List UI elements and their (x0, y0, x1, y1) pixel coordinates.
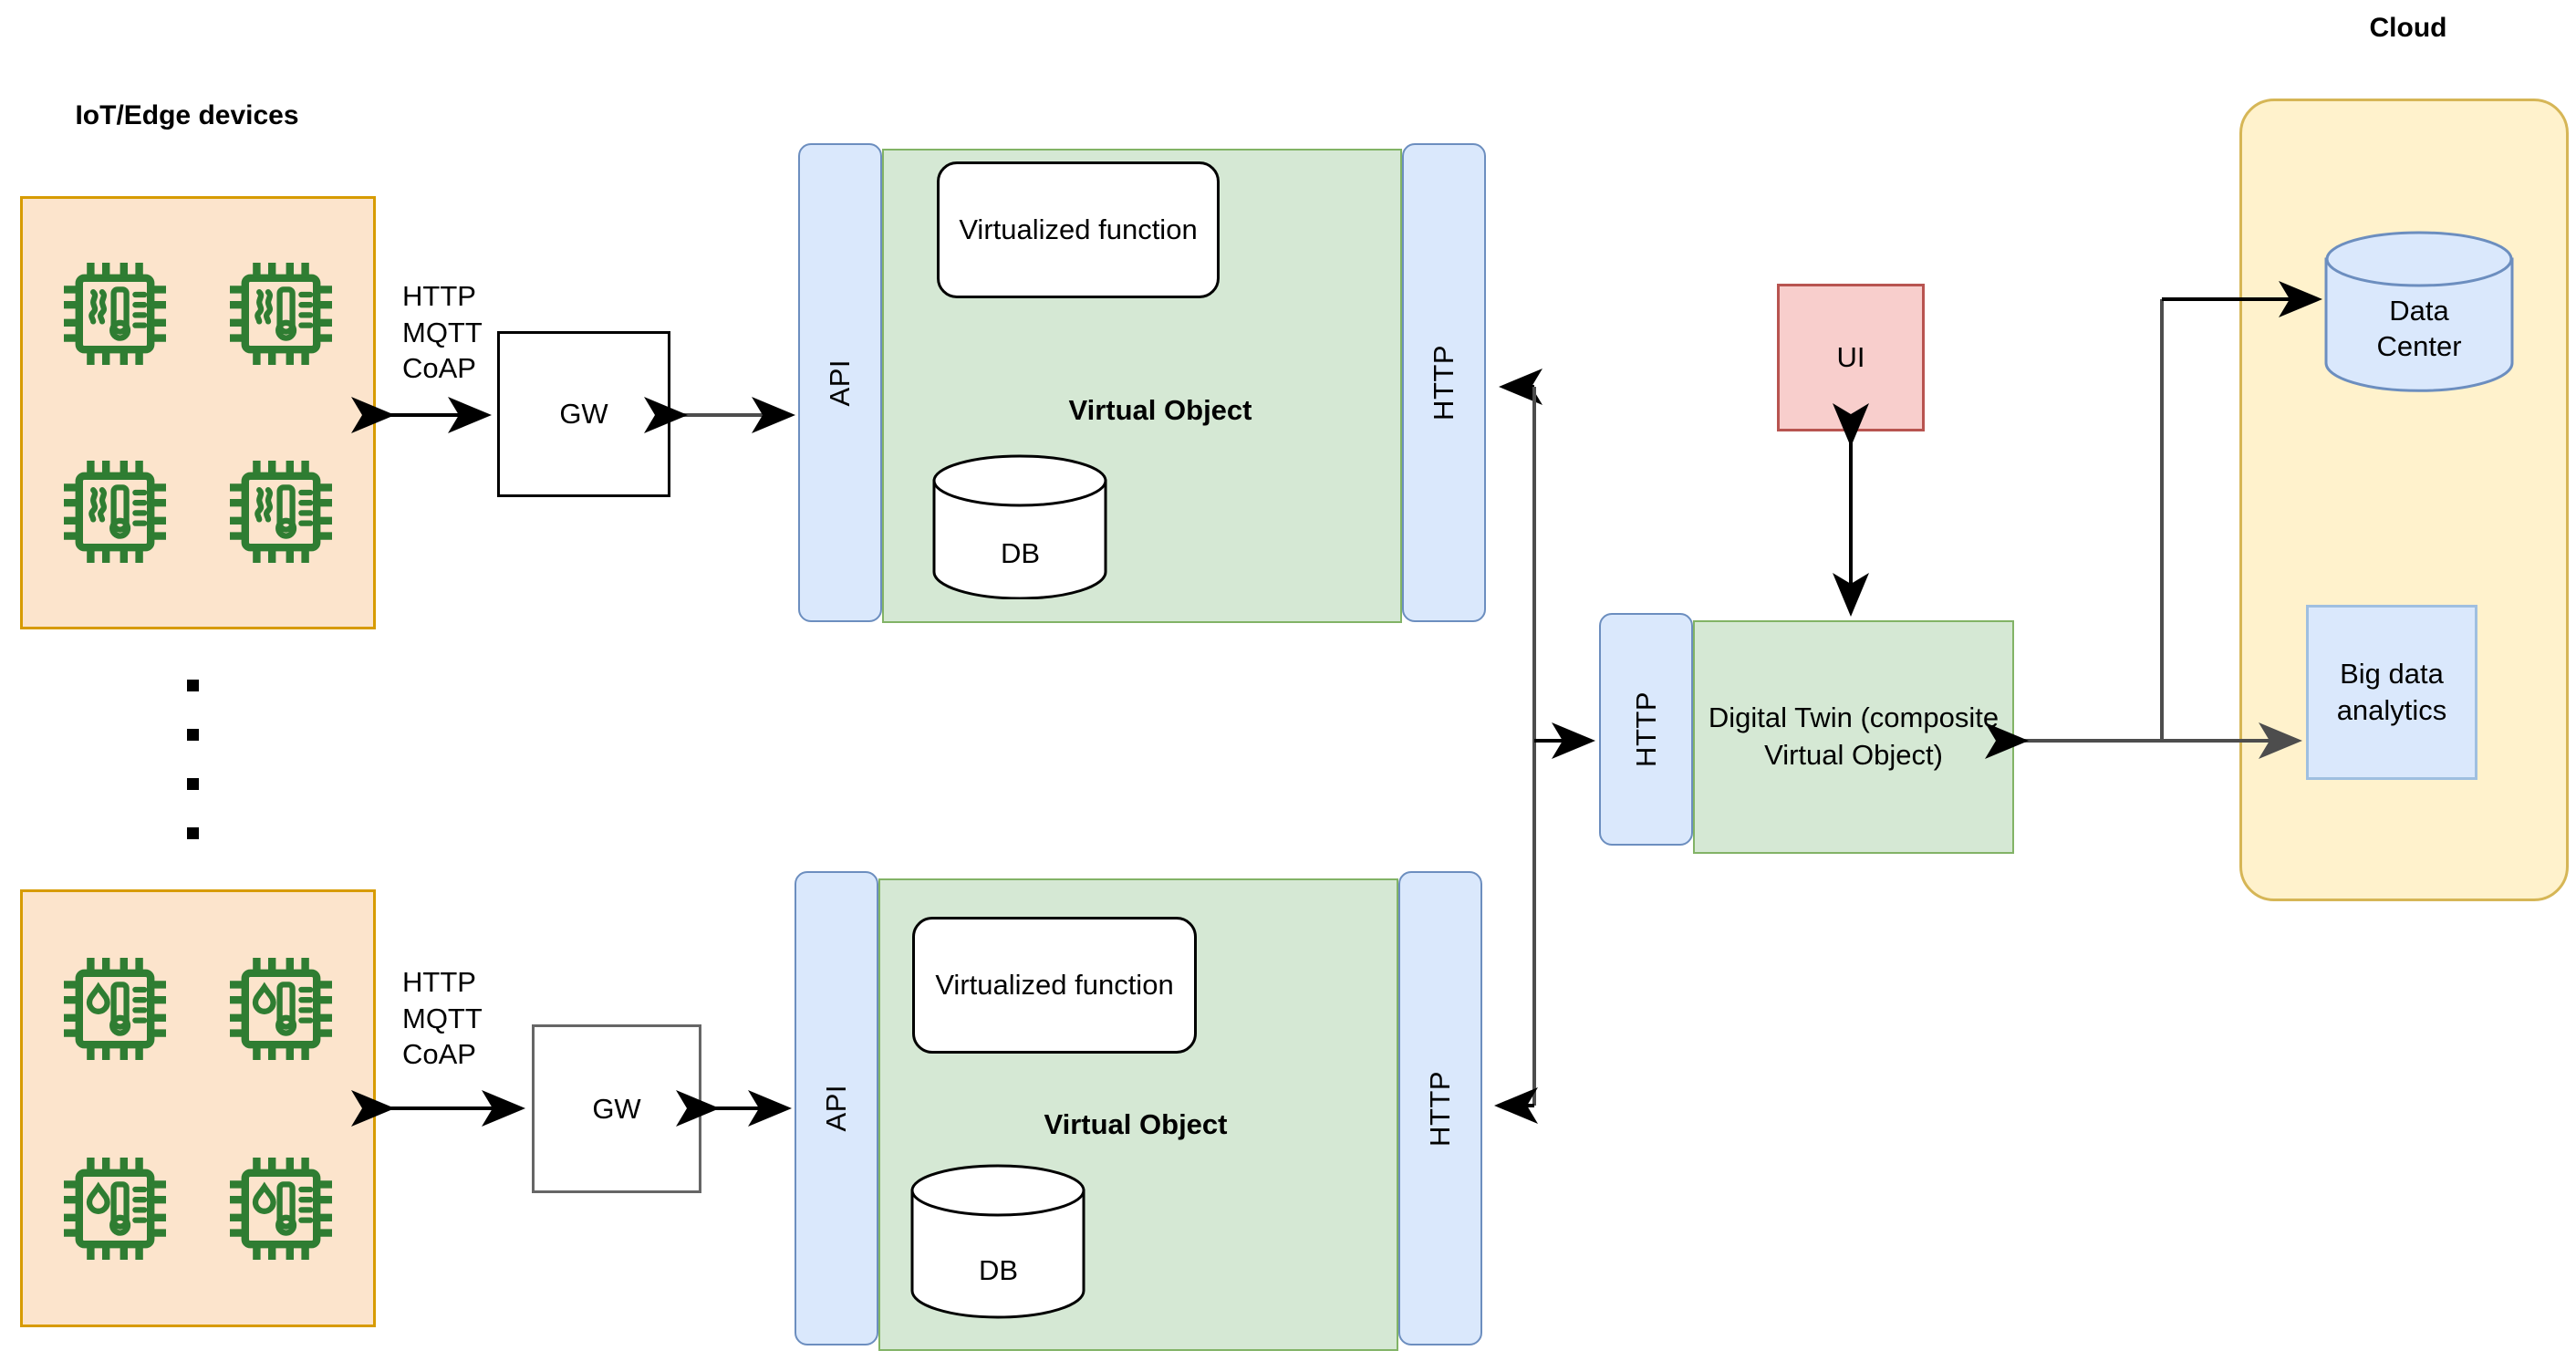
db-label-bottom: DB (978, 1254, 1019, 1286)
virtualized-function-top[interactable]: Virtualized function (937, 161, 1220, 298)
chip-thermometer-humidity-icon (64, 1157, 166, 1260)
http-bar-top-label: HTTP (1428, 345, 1459, 421)
chip-thermometer-humidity-icon (230, 1157, 332, 1260)
cloud-panel (2239, 99, 2569, 901)
api-bar-top[interactable]: API (798, 143, 882, 622)
protocol-label-top: HTTP MQTT CoAP (402, 280, 483, 385)
http-bar-digital-twin[interactable]: HTTP (1599, 613, 1693, 846)
api-bar-bottom-label: API (820, 1085, 852, 1132)
db-cylinder-bottom: DB (909, 1163, 1087, 1320)
chip-thermometer-heatwave-icon (230, 263, 332, 366)
ui-box[interactable]: UI (1777, 284, 1925, 431)
chip-thermometer-heatwave-icon (230, 460, 332, 563)
http-bar-bottom[interactable]: HTTP (1398, 871, 1482, 1345)
http-bar-top[interactable]: HTTP (1402, 143, 1486, 622)
data-center-label: Data Center (2376, 295, 2462, 362)
virtual-object-title-bottom: Virtual Object (1044, 1108, 1228, 1140)
chip-thermometer-heatwave-icon (64, 460, 166, 563)
device-group-top[interactable] (20, 196, 376, 629)
iot-edge-devices-title: IoT/Edge devices (75, 100, 299, 130)
db-label-top: DB (1000, 537, 1041, 569)
http-bar-bottom-label: HTTP (1424, 1070, 1456, 1147)
chip-thermometer-heatwave-icon (64, 263, 166, 366)
data-center-cylinder[interactable]: Data Center (2323, 228, 2515, 394)
gateway-top[interactable]: GW (497, 331, 670, 497)
vertical-ellipsis-icon (187, 680, 199, 877)
chip-thermometer-humidity-icon (230, 957, 332, 1060)
cloud-title: Cloud (2369, 13, 2447, 43)
protocol-label-bottom: HTTP MQTT CoAP (402, 966, 483, 1071)
gateway-bottom[interactable]: GW (532, 1024, 701, 1193)
db-cylinder-top: DB (931, 453, 1109, 599)
big-data-analytics-box[interactable]: Big data analytics (2306, 605, 2477, 780)
api-bar-top-label: API (824, 358, 856, 407)
virtualized-function-bottom[interactable]: Virtualized function (912, 917, 1197, 1054)
digital-twin-panel[interactable]: Digital Twin (composite Virtual Object) (1693, 620, 2014, 854)
device-group-bottom[interactable] (20, 889, 376, 1327)
virtual-object-title-top: Virtual Object (1068, 394, 1252, 426)
api-bar-bottom[interactable]: API (795, 871, 878, 1345)
chip-thermometer-humidity-icon (64, 957, 166, 1060)
http-bar-digital-twin-label: HTTP (1629, 691, 1662, 767)
